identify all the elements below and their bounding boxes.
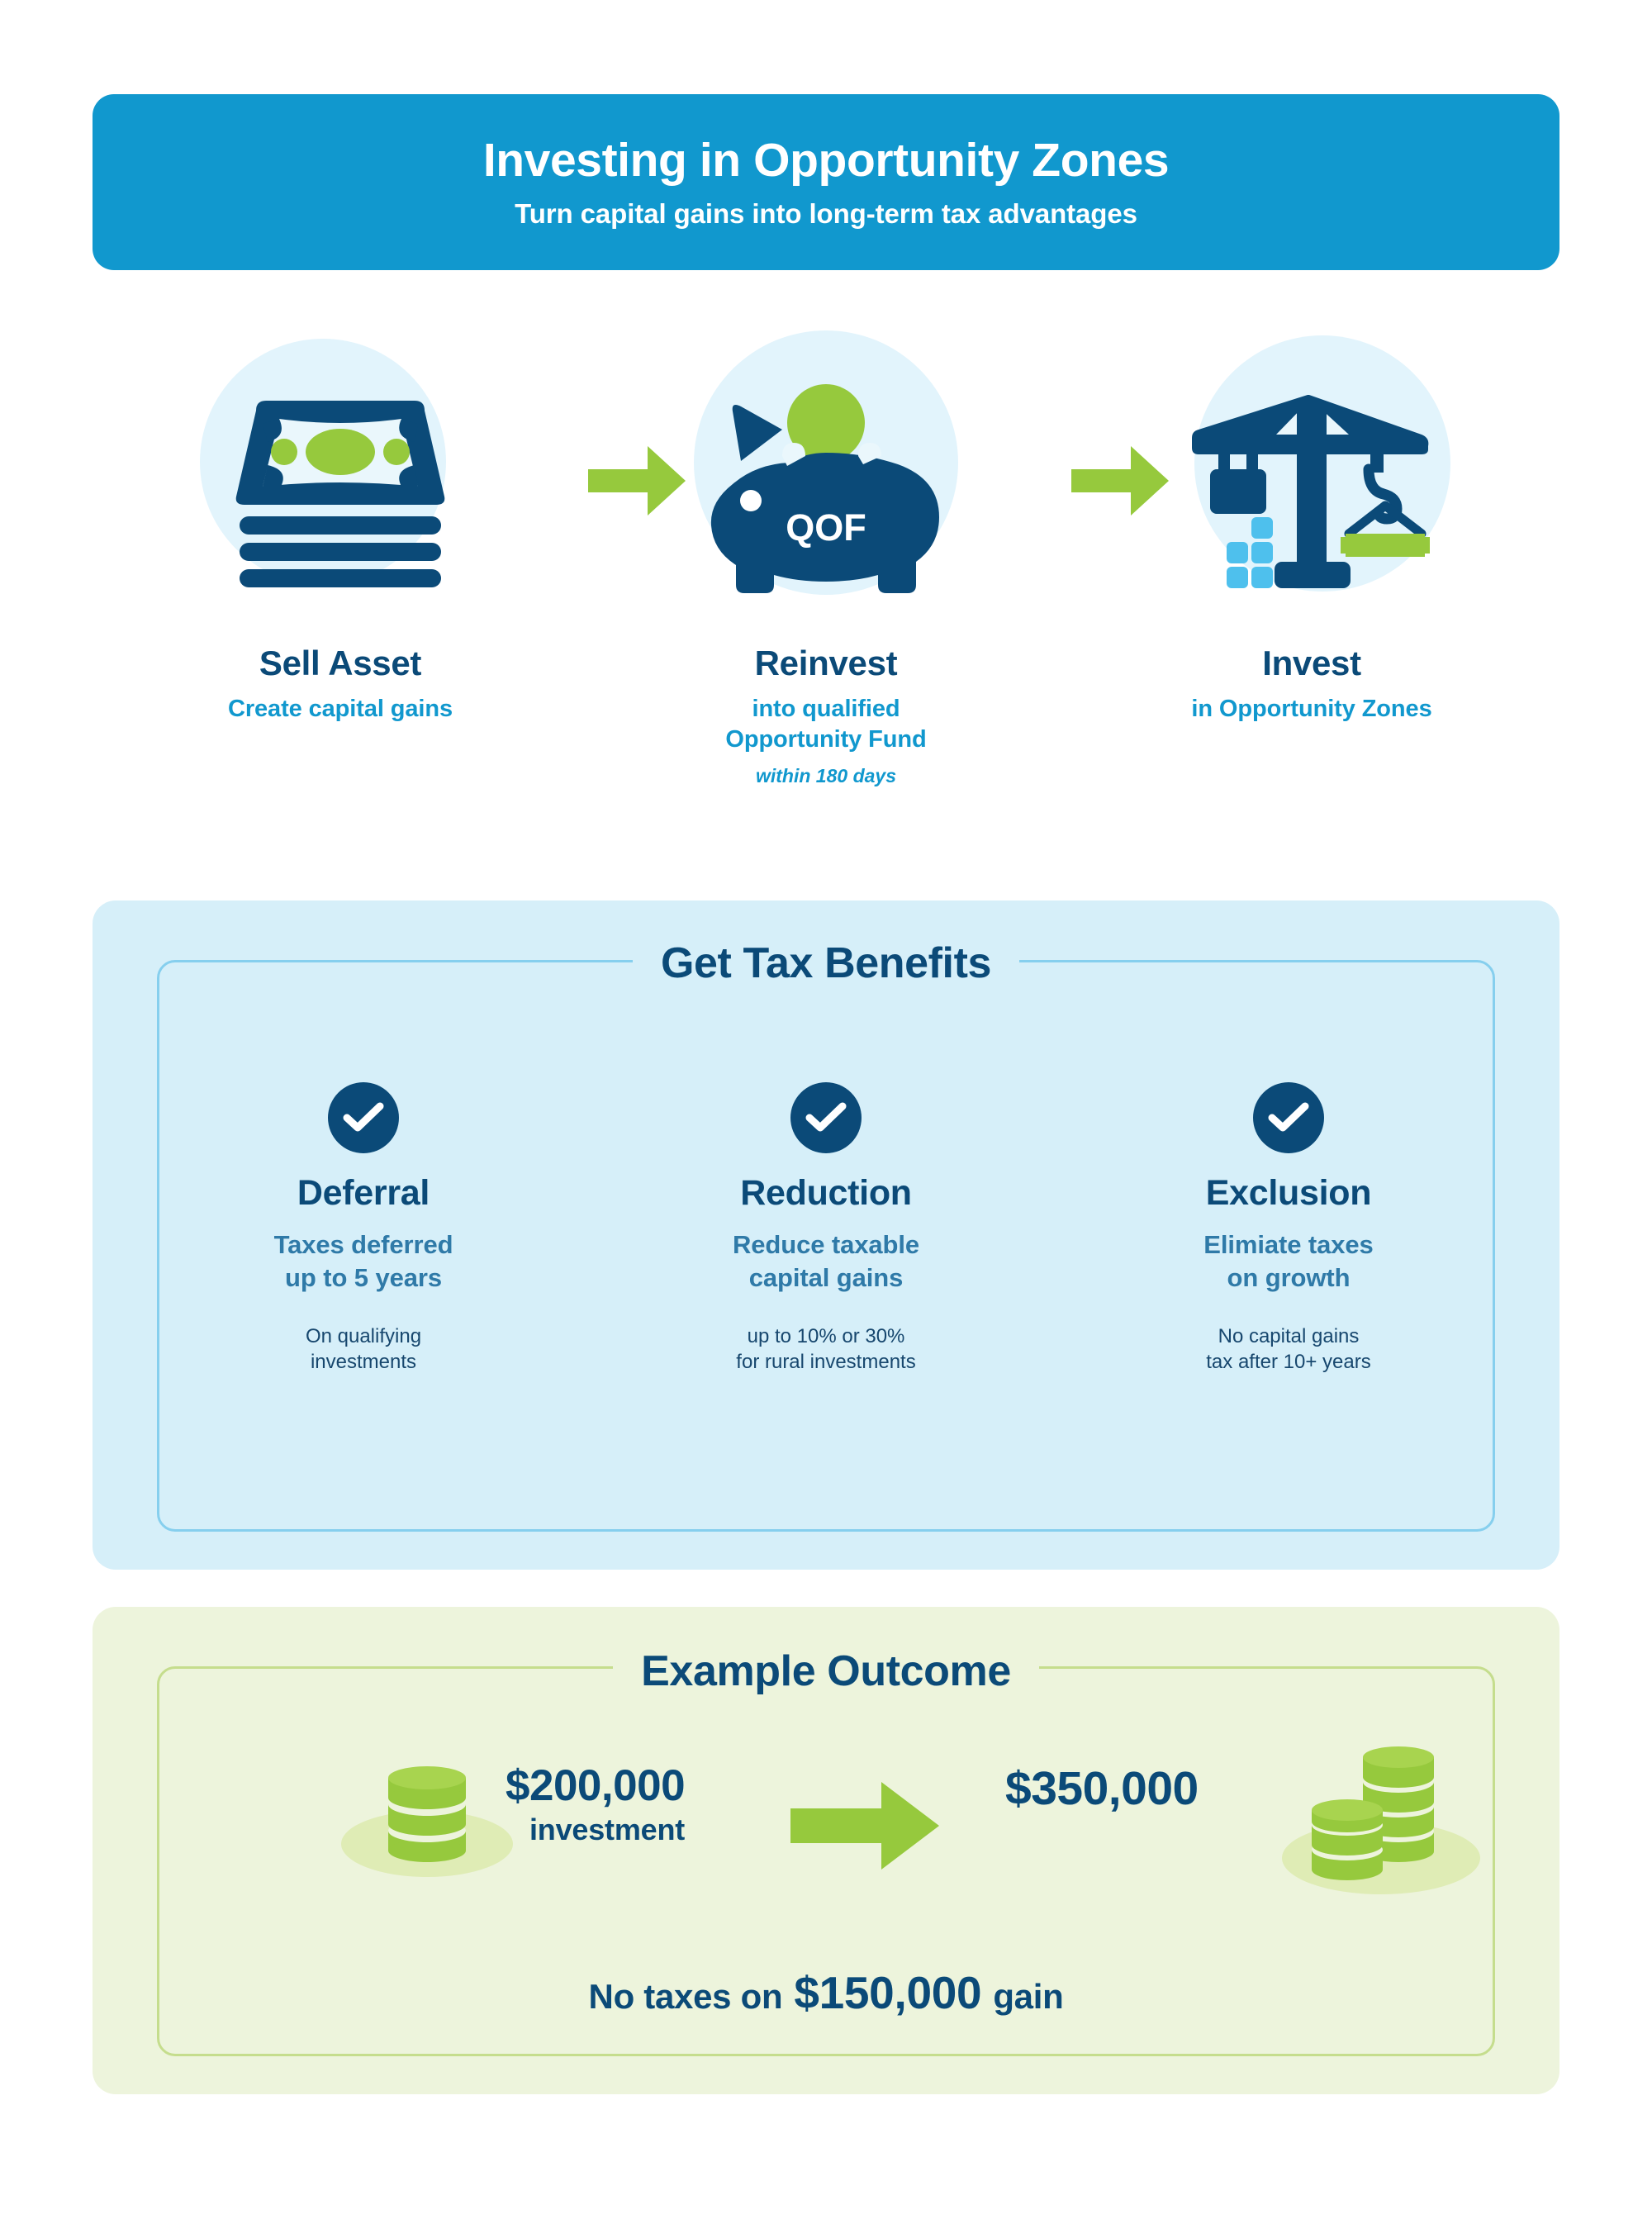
step-sell-asset: Sell Asset Create capital gains — [142, 330, 539, 725]
step-invest: Invest in Opportunity Zones — [1113, 330, 1510, 725]
end-amount: $350,000 — [1005, 1762, 1199, 1815]
step-title: Invest — [1262, 644, 1361, 682]
footer-suffix: gain — [993, 1977, 1064, 2016]
start-amount-label: investment — [529, 1813, 686, 1846]
step-icon-container: QOF — [628, 330, 1024, 636]
footer-amount: $150,000 — [794, 1967, 982, 2018]
arrow-right-icon — [1071, 446, 1169, 516]
check-circle-icon — [1253, 1082, 1324, 1153]
page-subtitle: Turn capital gains into long-term tax ad… — [515, 197, 1137, 229]
arrow-right-icon — [588, 446, 686, 516]
check-circle-icon — [790, 1082, 862, 1153]
step-subtitle: Create capital gains — [228, 696, 453, 723]
benefit-title: Exclusion — [1205, 1173, 1372, 1213]
benefit-title: Reduction — [740, 1173, 912, 1213]
piggy-bank-icon: QOF — [710, 384, 939, 593]
step-title: Sell Asset — [259, 644, 422, 682]
step-note: within 180 days — [755, 765, 896, 787]
coin-stack-small-icon — [340, 1751, 514, 1888]
example-footer: No taxes on $150,000 gain — [0, 1966, 1652, 2019]
example-outcome-title-text: Example Outcome — [613, 1650, 1039, 1693]
arrow-right-icon — [790, 1782, 939, 1870]
page-title: Investing in Opportunity Zones — [482, 134, 1170, 188]
tax-benefits-title: Get Tax Benefits — [0, 942, 1652, 985]
step-icon-container — [1113, 330, 1510, 636]
piggy-bank-label: QOF — [786, 506, 866, 549]
step-subtitle: in Opportunity Zones — [1191, 696, 1432, 723]
step-title: Reinvest — [754, 644, 898, 682]
process-steps: Sell Asset Create capital gains QOF — [93, 330, 1559, 859]
footer-prefix: No taxes on — [588, 1977, 783, 2016]
example-outcome-row: $200,000 investment $350,000 — [93, 1731, 1559, 1913]
construction-crane-icon — [1192, 395, 1430, 588]
cash-stack-icon — [235, 401, 445, 587]
check-circle-icon — [328, 1082, 399, 1153]
example-end-value: $350,000 — [1005, 1765, 1199, 1813]
example-start-value: $200,000 investment — [506, 1761, 686, 1847]
header-banner: Investing in Opportunity Zones Turn capi… — [93, 94, 1559, 270]
tax-benefits-title-text: Get Tax Benefits — [632, 942, 1020, 985]
example-outcome-title: Example Outcome — [0, 1650, 1652, 1693]
start-amount: $200,000 — [506, 1761, 686, 1810]
benefit-note: up to 10% or 30%for rural investments — [736, 1324, 916, 1373]
benefit-title: Deferral — [297, 1173, 430, 1213]
coin-stack-large-icon — [1282, 1737, 1488, 1907]
step-icon-container — [142, 330, 539, 636]
